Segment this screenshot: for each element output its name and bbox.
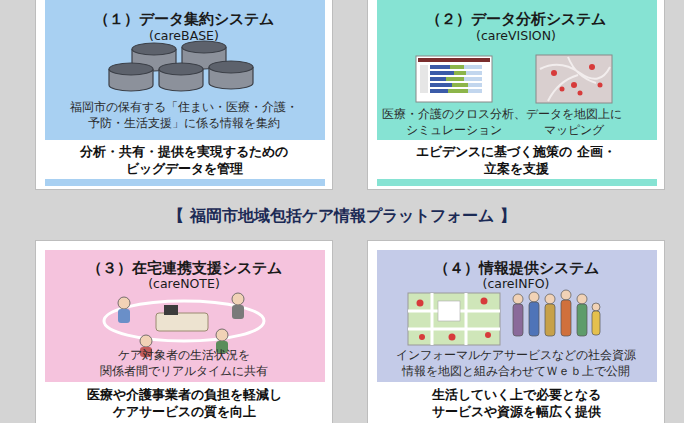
system-code: (careVISION) <box>368 28 664 44</box>
figure-caption: データを地図上に マッピング <box>518 106 630 138</box>
system-description: インフォーマルケアサービスなどの社会資源 情報を地図と組み合わせてＷｅｂ上で公開 <box>376 347 656 379</box>
system-panel: （１）データ集約システム(careBASE) 福岡市の保有する「住まい・医療・介護… <box>35 0 333 190</box>
platform-title: 【 福岡市地域包括ケア情報プラットフォーム 】 <box>0 205 684 227</box>
system-heading: （４）情報提供システム <box>368 259 664 277</box>
system-purpose: 分析・共有・提供を実現するための ビッグデータを管理 <box>64 143 304 177</box>
system-code: (careBASE) <box>36 28 332 44</box>
figure-caption: 医療・介護のクロス分析、 シミュレーション <box>376 106 532 138</box>
system-description: 福岡市の保有する「住まい・医療・介護・ 予防・生活支援」に係る情報を集約 <box>54 99 314 131</box>
system-purpose: エビデンスに基づく施策の 企画・立案を支援 <box>396 143 636 177</box>
system-panel: （４）情報提供システム(careINFO) インフォーマルケアサービスなどの社会資… <box>367 240 665 423</box>
system-heading: （２）データ分析システム <box>368 10 664 28</box>
system-purpose: 医療や介護事業者の負担を軽減し ケアサービスの質を向上 <box>64 386 304 420</box>
system-code: (careNOTE) <box>36 276 332 292</box>
system-heading: （１）データ集約システム <box>36 10 332 28</box>
system-code: (careINFO) <box>368 276 664 292</box>
system-purpose: 生活していく上で必要となる サービスや資源を幅広く提供 <box>396 386 636 420</box>
system-panel: （３）在宅連携支援システム(careNOTE) ケア対象者の生活状況を 関係者間で… <box>35 240 333 423</box>
system-heading: （３）在宅連携支援システム <box>36 259 332 277</box>
system-description: ケア対象者の生活状況を 関係者間でリアルタイムに共有 <box>54 347 314 379</box>
system-panel: （２）データ分析システム(careVISION) 医療・介護のクロス分析、 シミュ… <box>367 0 665 190</box>
